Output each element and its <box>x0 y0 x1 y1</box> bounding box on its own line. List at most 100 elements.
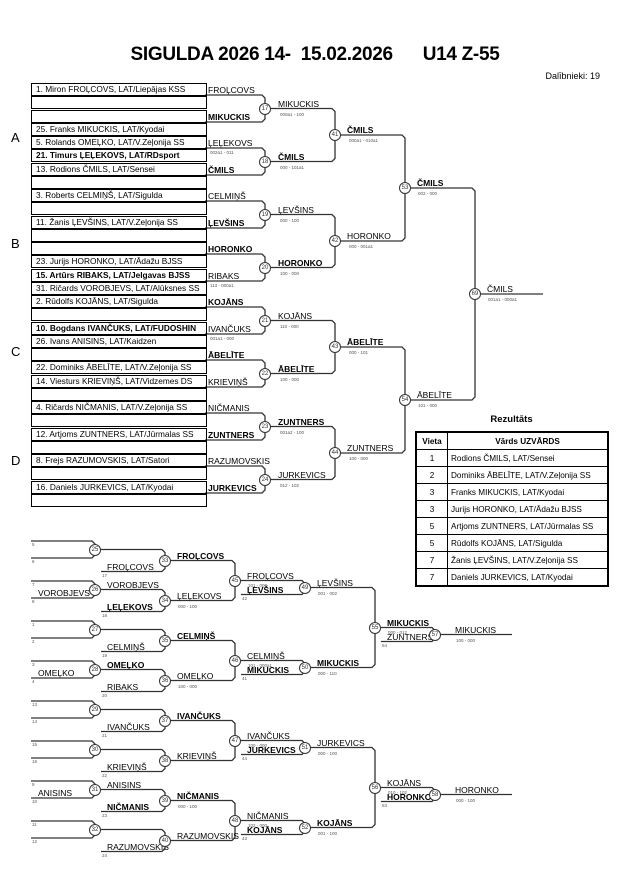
empty-slot[interactable] <box>31 202 207 215</box>
match-number-badge[interactable]: 43 <box>329 341 341 353</box>
match-number-badge[interactable]: 22 <box>259 367 271 380</box>
empty-slot[interactable] <box>31 308 207 321</box>
match-number-badge[interactable]: 28 <box>89 663 101 676</box>
seed-label: 1 <box>32 622 35 627</box>
competitor-name: CELMIŅŠ <box>208 191 246 201</box>
match-number-badge[interactable]: 30 <box>89 743 101 756</box>
page-title: SIGULDA 2026 14- 15.02.2026 U14 Z-55 <box>130 44 500 65</box>
athlete-name: Artjoms ZUNTNERS, LAT/Jūrmalas SS <box>447 517 609 535</box>
match-number-badge[interactable]: 20 <box>259 261 271 274</box>
match-number-badge[interactable]: 69 <box>469 288 481 300</box>
competitor-name: ĀBELĪTE <box>417 390 452 400</box>
match-number-badge[interactable]: 21 <box>259 314 271 327</box>
competitor-entry[interactable]: 25. Franks MIKUCKIS, LAT/Kyodai <box>31 123 207 136</box>
competitor-entry[interactable]: 3. Roberts CELMIŅŠ, LAT/Sigulda <box>31 189 207 202</box>
competitor-name: MIKUCKIS <box>317 657 360 668</box>
match-number-badge[interactable]: 41 <box>329 129 341 141</box>
empty-slot[interactable] <box>31 441 207 454</box>
match-number-badge[interactable]: 34 <box>159 594 171 607</box>
competitor-name: JURKEVICS <box>278 469 326 480</box>
competitor-name: CELMIŅŠ <box>177 630 216 641</box>
match-number-badge[interactable]: 51 <box>299 741 311 754</box>
match-number-badge[interactable]: 47 <box>229 734 241 747</box>
competitor-entry[interactable]: 4. Ričards NIČMANIS, LAT/V.Zeļonija SS <box>31 401 207 414</box>
competitor-name: ĀBELĪTE <box>208 350 245 360</box>
empty-slot[interactable] <box>31 176 207 189</box>
seed-label: 24 <box>102 852 108 858</box>
competitor-entry[interactable]: 13. Rodions ČMILS, LAT/Sensei <box>31 163 207 176</box>
match-number-badge[interactable]: 37 <box>159 714 171 727</box>
match-number-badge[interactable]: 46 <box>229 654 241 667</box>
match-number-badge[interactable]: 19 <box>259 208 271 221</box>
competitor-entry[interactable]: 15. Artūrs RIBAKS, LAT/Jelgavas BJSS <box>31 269 207 282</box>
match-number-badge[interactable]: 52 <box>299 821 311 834</box>
score: 001 - 002 <box>318 590 338 596</box>
competitor-entry[interactable]: 2. Rūdolfs KOJĀNS, LAT/Sigulda <box>31 295 207 308</box>
empty-slot[interactable] <box>31 414 207 427</box>
competitor-entry[interactable]: 16. Daniels JURKEVICS, LAT/Kyodai <box>31 481 207 494</box>
match-number-badge[interactable]: 35 <box>159 634 171 647</box>
match-number-badge[interactable]: 54 <box>399 394 411 406</box>
seed-label: 43 <box>242 835 248 841</box>
match-number-badge[interactable]: 26 <box>89 583 101 596</box>
match-number-badge[interactable]: 38 <box>159 754 171 767</box>
match-number-badge[interactable]: 18 <box>259 155 271 168</box>
place: 1 <box>415 449 448 467</box>
competitor-entry[interactable]: 5. Rolands OMEĻKO, LAT/V.Zeļonija SS <box>31 136 207 149</box>
empty-slot[interactable] <box>31 110 207 123</box>
match-number-badge[interactable]: 50 <box>299 661 311 674</box>
match-number-badge[interactable]: 23 <box>259 420 271 433</box>
empty-slot[interactable] <box>31 494 207 507</box>
match-number-badge[interactable]: 25 <box>89 543 101 556</box>
match-number-badge[interactable]: 36 <box>159 674 171 687</box>
place: 5 <box>415 534 448 552</box>
competitor-name: ZUNTNERS <box>278 416 325 427</box>
competitor-entry[interactable]: 1. Miron FROĻCOVS, LAT/Liepājas KSS <box>31 83 207 96</box>
competitor-name: ĻEVŠINS <box>278 204 314 215</box>
empty-slot[interactable] <box>31 388 207 401</box>
competitor-name: ĻEĻEKOVS <box>107 601 153 612</box>
match-number-badge[interactable]: 45 <box>229 574 241 587</box>
match-number-badge[interactable]: 42 <box>329 235 341 247</box>
match-number-badge[interactable]: 49 <box>299 581 311 594</box>
match-number-badge[interactable]: 53 <box>399 182 411 194</box>
empty-slot[interactable] <box>31 467 207 480</box>
competitor-entry[interactable]: 23. Jurijs HORONKO, LAT/Ādažu BJSS <box>31 255 207 268</box>
match-number-badge[interactable]: 58 <box>429 788 441 801</box>
match-number-badge[interactable]: 57 <box>429 628 441 641</box>
competitor-entry[interactable]: 26. Ivans ANISINS, LAT/Kaidzen <box>31 335 207 348</box>
empty-slot[interactable] <box>31 96 207 109</box>
competitor-entry[interactable]: 10. Bogdans IVANČUKS, LAT/FUDOSHIN <box>31 322 207 335</box>
match-number-badge[interactable]: 40 <box>159 834 171 847</box>
seed-label: 21 <box>102 732 108 738</box>
competitor-entry[interactable]: 12. Artjoms ZUNTNERS, LAT/Jūrmalas SS <box>31 428 207 441</box>
match-number-badge[interactable]: 32 <box>89 823 101 836</box>
match-number-badge[interactable]: 29 <box>89 703 101 716</box>
competitor-entry[interactable]: 22. Dominiks ĀBELĪTE, LAT/V.Zeļonija SS <box>31 361 207 374</box>
match-number-badge[interactable]: 27 <box>89 623 101 636</box>
match-number-badge[interactable]: 44 <box>329 447 341 459</box>
empty-slot[interactable] <box>31 348 207 361</box>
competitor-entry[interactable]: 14. Viesturs KRIEVIŅŠ, LAT/Vidzemes DS <box>31 375 207 388</box>
competitor-entry[interactable]: 21. Timurs ĻEĻEKOVS, LAT/RDsport <box>31 149 207 162</box>
empty-slot[interactable] <box>31 242 207 255</box>
match-number-badge[interactable]: 17 <box>259 102 271 115</box>
competitor-entry[interactable]: 31. Ričards VOROBJEVS, LAT/Alūksnes SS <box>31 282 207 295</box>
competitor-entry[interactable]: 11. Žanis ĻEVŠINS, LAT/V.Zeļonija SS <box>31 216 207 229</box>
competitor-name: RIBAKS <box>208 271 240 281</box>
match-number-badge[interactable]: 39 <box>159 794 171 807</box>
competitor-name: NIČMANIS <box>107 801 150 812</box>
competitor-name: MIKUCKIS <box>247 664 290 675</box>
match-number-badge[interactable]: 33 <box>159 554 171 567</box>
match-number-badge[interactable]: 56 <box>369 781 381 794</box>
empty-slot[interactable] <box>31 229 207 242</box>
match-number-badge[interactable]: 48 <box>229 814 241 827</box>
match-number-badge[interactable]: 31 <box>89 783 101 796</box>
match-number-badge[interactable]: 24 <box>259 473 271 486</box>
match-number-badge[interactable]: 55 <box>369 621 381 634</box>
competitor-entry[interactable]: 8. Frejs RAZUMOVSKIS, LAT/Satori <box>31 454 207 467</box>
